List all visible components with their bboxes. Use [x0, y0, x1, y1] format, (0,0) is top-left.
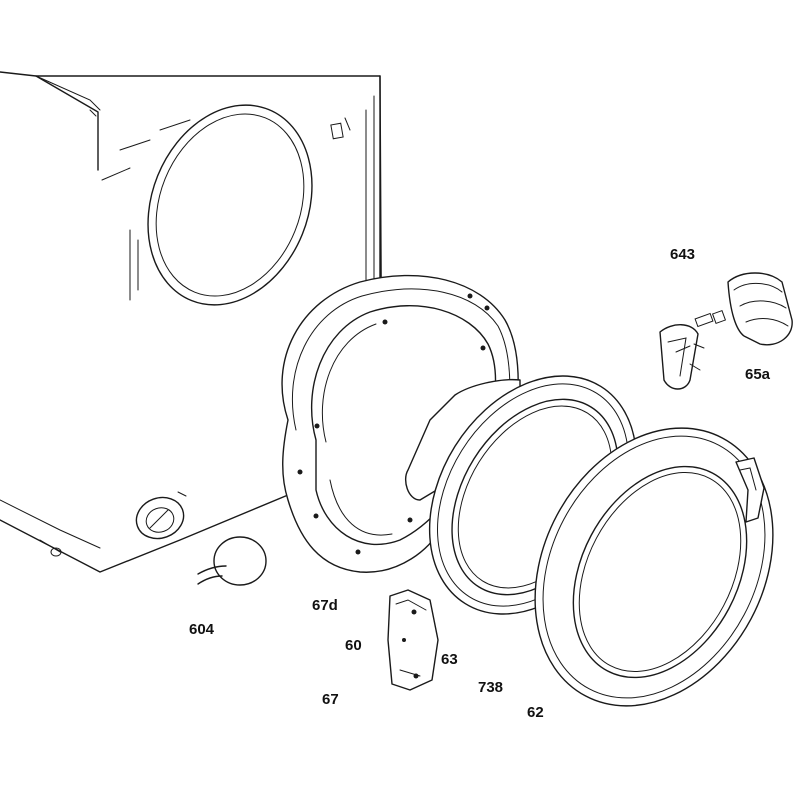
callout-67d: 67d — [312, 597, 338, 614]
callout-62: 62 — [527, 704, 544, 721]
part-62-outer-door-ring — [534, 427, 774, 707]
part-65a-door-handle — [727, 272, 793, 346]
part-604-filter-cover — [135, 491, 267, 586]
callout-643: 643 — [670, 246, 695, 263]
callout-labels: 643 65a 604 67d 60 63 67 738 62 — [189, 246, 771, 721]
callout-63: 63 — [441, 651, 458, 668]
callout-65a: 65a — [745, 366, 771, 383]
part-60-hinge-plate — [387, 589, 439, 691]
callout-60: 60 — [345, 637, 362, 654]
callout-67: 67 — [322, 691, 339, 708]
callout-604: 604 — [189, 621, 215, 638]
callout-738: 738 — [478, 679, 503, 696]
part-643-door-lock — [659, 309, 727, 390]
